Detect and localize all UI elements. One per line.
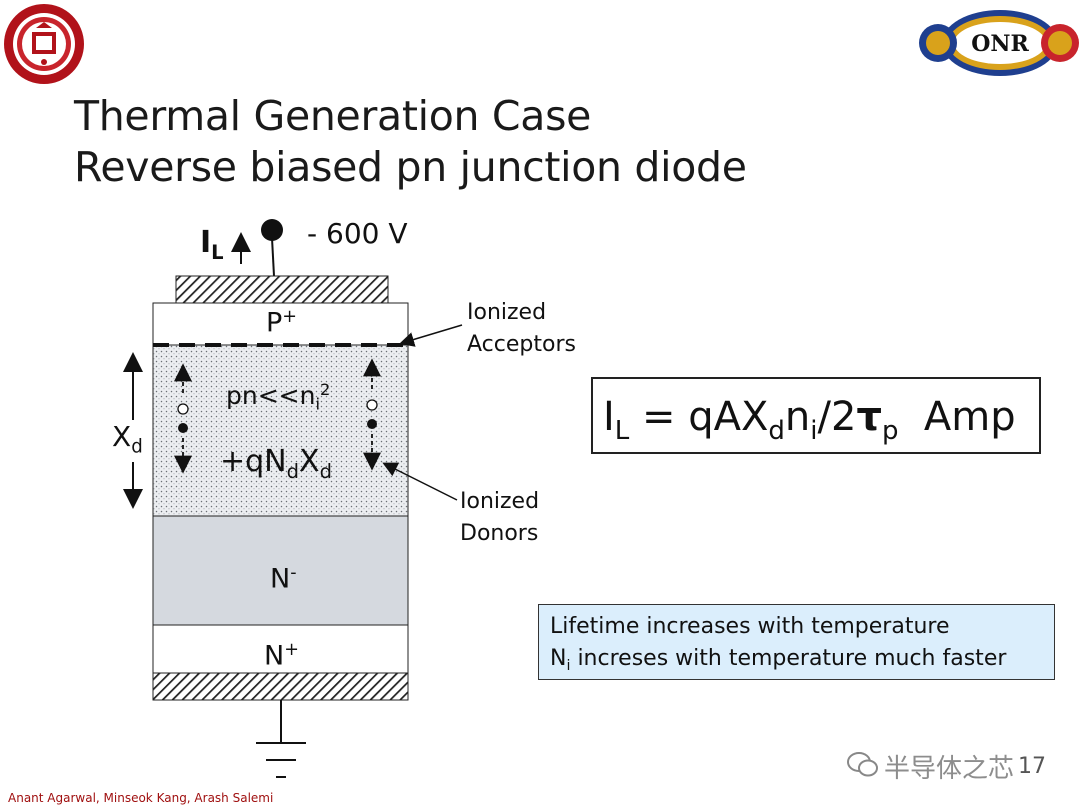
donors-pointer <box>382 462 458 501</box>
p-plus-sup: + <box>282 307 297 327</box>
n-plus-sup: + <box>284 640 299 660</box>
anode-lead <box>271 237 275 277</box>
note-line-1: Lifetime increases with temperature <box>550 614 950 639</box>
onr-logo: ONR <box>918 6 1080 80</box>
note-ni-main: N <box>550 646 567 671</box>
formula-ni-sub: i <box>810 416 818 447</box>
bottom-metal-contact <box>152 672 409 701</box>
charge-b: d <box>286 459 300 483</box>
formula-i: I <box>603 394 615 440</box>
donors-line-1: Ionized <box>460 489 540 514</box>
width-main: X <box>112 420 132 453</box>
carrier-pair-left <box>174 363 192 474</box>
note-line-2: Ni increses with temperature much faster <box>550 643 1054 682</box>
voltage-label: - 600 V <box>307 217 408 250</box>
depletion-product-label: pn<<ni2 <box>226 380 330 414</box>
acceptors-pointer <box>399 324 463 347</box>
formula-div2: /2 <box>817 394 857 440</box>
p-plus-main: P <box>266 307 283 339</box>
formula-tau: τ <box>856 394 882 440</box>
formula-tau-sub: p <box>881 416 899 447</box>
watermark-text: 半导体之芯 <box>884 754 1015 784</box>
p-plus-region <box>152 302 409 346</box>
p-plus-label: P+ <box>266 307 297 339</box>
formula-i-sub: L <box>614 416 630 447</box>
current-label-main: I <box>200 225 212 260</box>
n-plus-region <box>152 624 409 674</box>
n-minus-main: N <box>270 563 291 595</box>
note-ni-sub: i <box>566 658 571 674</box>
top-metal-contact <box>175 275 389 304</box>
depletion-charge-label: +qNdXd <box>220 444 332 483</box>
formula-n: n <box>784 394 811 440</box>
pn-sub: i <box>315 394 320 414</box>
temperature-note: Lifetime increases with temperature Ni i… <box>538 604 1055 680</box>
annotation-donors: Ionized Donors <box>460 487 539 549</box>
leakage-current-formula: IL = qAXdni/2τp Amp <box>591 377 1041 454</box>
wechat-icon <box>846 750 880 784</box>
depletion-width-label: Xd <box>110 420 145 458</box>
depletion-region <box>152 344 409 517</box>
n-minus-label: N- <box>270 563 297 595</box>
anode-terminal <box>261 219 283 241</box>
n-plus-label: N+ <box>264 640 299 672</box>
ground-icon <box>256 742 306 778</box>
n-minus-sup: - <box>290 563 297 583</box>
pn-sup: 2 <box>319 380 331 399</box>
formula-unit: Amp <box>898 394 1016 440</box>
width-sub: d <box>131 436 143 458</box>
charge-d: d <box>319 459 332 483</box>
slide-title-line-2: Reverse biased pn junction diode <box>74 143 747 191</box>
current-label-sub: L <box>211 240 224 264</box>
slide-title-line-1: Thermal Generation Case <box>74 92 592 140</box>
university-seal-logo <box>2 2 86 86</box>
pn-main: pn<<n <box>226 380 316 410</box>
svg-text:ONR: ONR <box>971 31 1029 57</box>
carrier-pair-right <box>363 358 381 471</box>
charge-c: X <box>299 444 320 479</box>
donors-line-2: Donors <box>460 521 539 546</box>
n-plus-main: N <box>264 640 285 672</box>
acceptors-line-2: Acceptors <box>467 332 576 357</box>
author-credits: Anant Agarwal, Minseok Kang, Arash Salem… <box>8 791 274 805</box>
note-line-2-rest: increses with temperature much faster <box>570 646 1007 671</box>
formula-qax: = qAX <box>629 394 769 440</box>
page-number: 17 <box>1018 754 1046 779</box>
n-minus-region <box>152 515 409 626</box>
annotation-acceptors: Ionized Acceptors <box>467 298 576 360</box>
current-label: IL <box>200 225 224 264</box>
formula-xd-sub: d <box>768 416 785 447</box>
charge-a: +qN <box>220 444 287 479</box>
acceptors-line-1: Ionized <box>467 300 547 325</box>
